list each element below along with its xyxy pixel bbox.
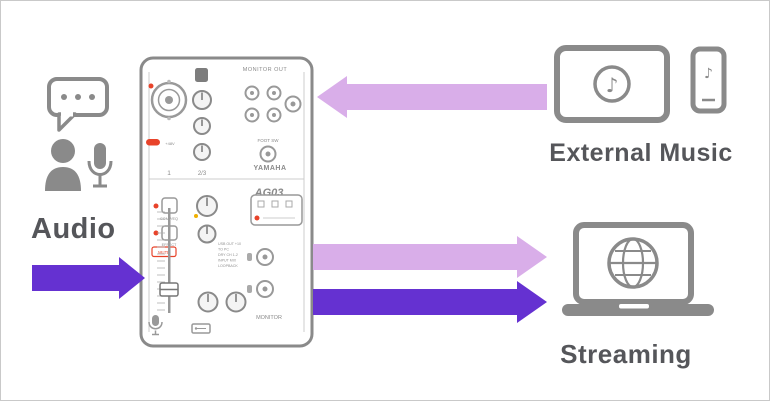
comp-eq-led (153, 203, 159, 209)
gain-knob-1 (192, 90, 212, 110)
effect-knob (197, 224, 217, 244)
svg-text:USB OUT +10: USB OUT +10 (218, 242, 241, 246)
channel-1-label: 1 (167, 170, 171, 177)
svg-text:INPUT MIX: INPUT MIX (218, 259, 237, 263)
phone-icon: ♪ (690, 46, 727, 114)
external-music-label: External Music (549, 139, 733, 167)
streaming-out-panel (250, 194, 303, 226)
phantom-switch (146, 139, 160, 146)
phantom-label: +48V (165, 141, 175, 146)
arrow-mixer-to-streaming-light (313, 236, 547, 278)
music-note-icon-small: ♪ (704, 66, 713, 82)
foot-sw-jack (259, 145, 277, 163)
monitor-label: MONITOR (256, 315, 282, 321)
foot-sw-label: FOOT SW (258, 138, 280, 143)
headset-level-knob (197, 291, 219, 313)
microphone-icon (87, 143, 113, 188)
svg-text:TO PC: TO PC (218, 248, 229, 252)
channel-23-label: 2/3 (198, 171, 207, 177)
mic-glyph (148, 315, 163, 336)
svg-text:LOOPBACK: LOOPBACK (218, 264, 238, 268)
comp-eq-knob (196, 195, 218, 217)
tablet-icon: ♪ (554, 45, 670, 123)
speech-bubble-icon (47, 77, 109, 132)
monitor-out-label: MONITOR OUT (243, 67, 288, 73)
brand-logo: YAMAHA (253, 165, 286, 172)
mute-label: MUTE (158, 250, 170, 255)
mixer-body (139, 56, 314, 348)
globe-icon (607, 237, 659, 289)
peak-led (148, 83, 154, 89)
routing-text-block: USB OUT +10 TO PC DRY CH 1-2 INPUT MIX L… (218, 242, 241, 268)
line-switch (195, 68, 208, 82)
effect-led (153, 230, 159, 236)
arrow-mixer-to-streaming-dark (313, 281, 547, 323)
svg-text:DRY CH 1-2: DRY CH 1-2 (218, 253, 238, 257)
monitor-out-jacks (244, 85, 302, 123)
person-icon (45, 139, 81, 191)
monitor-level-knob (225, 291, 247, 313)
usb-port (191, 323, 211, 334)
arrow-external-music-to-mixer (317, 76, 547, 118)
channel-fader (157, 208, 179, 313)
music-note-icon: ♪ (606, 73, 619, 97)
signal-led (194, 214, 198, 218)
gain-knob-2 (193, 117, 211, 135)
audio-label: Audio (31, 213, 116, 245)
level-knob (193, 143, 211, 161)
headset-jacks (247, 248, 274, 298)
external-music-devices: ♪ ♪ (554, 45, 727, 123)
arrow-audio-to-mixer (32, 257, 145, 299)
streaming-laptop-icon (562, 222, 714, 316)
combo-jack (150, 79, 188, 121)
ag03-mixer: MONITOR OUT +48V FOOT SW 1 2/3 YAMAHA AG… (139, 56, 314, 348)
streaming-label: Streaming (560, 339, 692, 369)
